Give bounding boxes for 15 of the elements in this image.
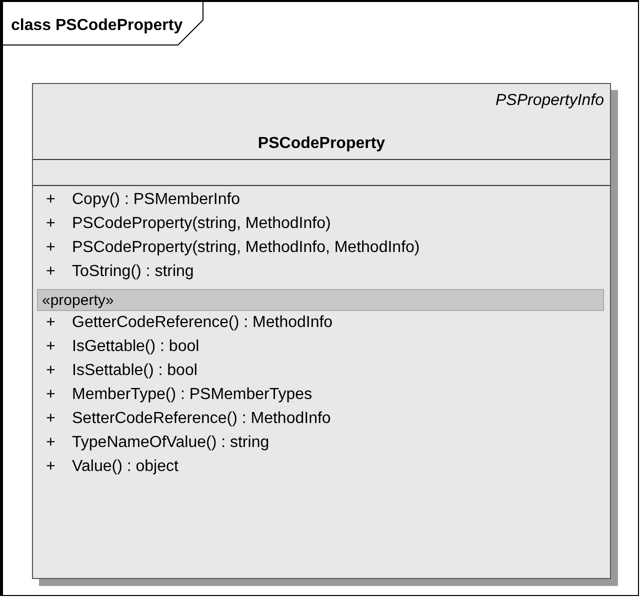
operation-text: + IsSettable() : bool — [46, 362, 198, 380]
operation-text: + Value() : object — [46, 458, 178, 476]
class-name: PSCodeProperty — [258, 135, 386, 152]
operation-text: + PSCodeProperty(string, MethodInfo, MethodInfo) — [46, 239, 420, 257]
frame-title: class PSCodeProperty — [11, 17, 183, 35]
operation-text: + PSCodeProperty(string, MethodInfo) — [46, 215, 331, 233]
operation-text: + IsGettable() : bool — [46, 338, 200, 356]
operation-text: + SetterCodeReference() : MethodInfo — [46, 410, 331, 428]
parent-class-name: PSPropertyInfo — [496, 92, 604, 110]
stereotype-label: «property» — [37, 289, 604, 311]
operation-text: + GetterCodeReference() : MethodInfo — [46, 314, 333, 332]
operation-text: + ToString() : string — [46, 263, 194, 281]
operation-text: + MemberType() : PSMemberTypes — [46, 386, 312, 404]
operation-text: + TypeNameOfValue() : string — [46, 434, 270, 452]
operation-text: + Copy() : PSMemberInfo — [46, 191, 240, 209]
